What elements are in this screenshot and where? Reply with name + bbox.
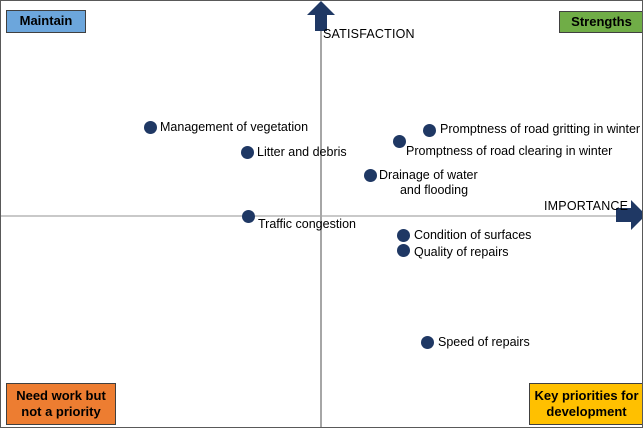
data-point-label: Traffic congestion (258, 217, 356, 231)
data-point-label: Drainage of water and flooding (379, 168, 489, 198)
need-work-line-2: not a priority (21, 404, 101, 419)
horizontal-axis-label: IMPORTANCE (544, 199, 629, 213)
arrow-right-icon (616, 200, 642, 230)
data-point-label: Quality of repairs (414, 245, 509, 259)
data-point-label: Condition of surfaces (414, 228, 532, 242)
quadrant-label-key-priorities: Key priorities for development (529, 383, 642, 425)
data-point-marker[interactable] (242, 210, 255, 223)
data-point-marker[interactable] (397, 229, 410, 242)
data-point-label: Litter and debris (257, 145, 347, 159)
data-point-label: Management of vegetation (160, 120, 309, 134)
data-point-marker[interactable] (397, 244, 410, 257)
data-point-marker[interactable] (144, 121, 157, 134)
quadrant-label-need-work: Need work but not a priority (6, 383, 116, 425)
data-point-label: Promptness of road clearing in winter (406, 144, 613, 158)
quadrant-label-maintain: Maintain (6, 10, 86, 33)
data-point-marker[interactable] (364, 169, 377, 182)
key-priorities-line-1: Key priorities for (534, 387, 639, 403)
data-point-label-line-1: Drainage of water (379, 168, 478, 182)
data-point-marker[interactable] (393, 135, 406, 148)
data-point-marker[interactable] (423, 124, 436, 137)
data-point-label: Speed of repairs (438, 335, 530, 349)
data-point-label-line-2: and flooding (399, 182, 469, 197)
quadrant-label-strengths: Strengths (559, 11, 642, 33)
vertical-axis-label: SATISFACTION (323, 27, 415, 41)
data-point-marker[interactable] (421, 336, 434, 349)
arrow-up-icon (307, 1, 335, 31)
need-work-line-1: Need work but (16, 387, 106, 403)
vertical-axis-line (320, 25, 322, 427)
key-priorities-line-2: development (546, 404, 627, 419)
data-point-label: Promptness of road gritting in winter (440, 122, 641, 136)
data-point-marker[interactable] (241, 146, 254, 159)
horizontal-axis-line (1, 215, 620, 217)
